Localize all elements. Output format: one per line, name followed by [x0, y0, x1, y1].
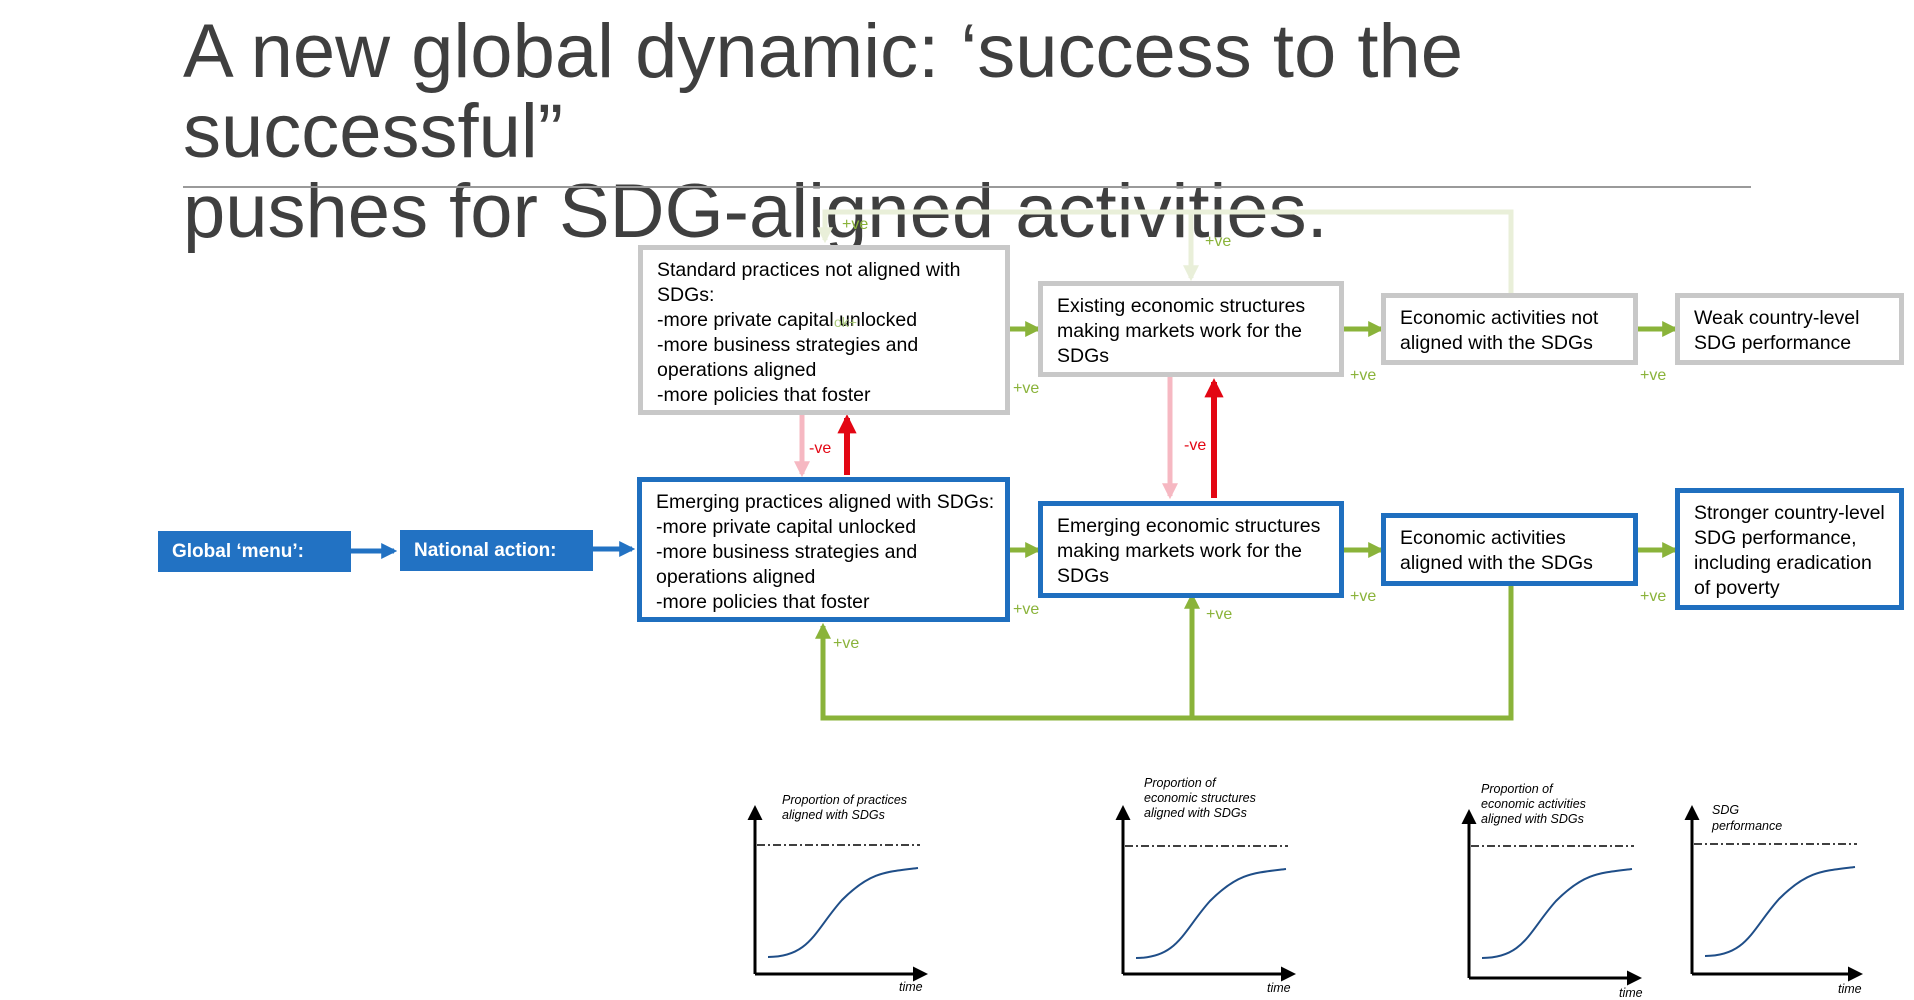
mini-chart-4-xlabel: time: [1838, 982, 1862, 996]
title-divider: [183, 186, 1751, 188]
arrow-bottom-3-label: +ve: [1640, 588, 1666, 605]
arrow-top-1-label: +ve: [1013, 380, 1039, 397]
mini-chart-4-ylabel-1: SDG: [1712, 803, 1739, 817]
mini-chart-2: Proportion of economic structures aligne…: [1115, 776, 1296, 995]
mini-chart-3: Proportion of economic activities aligne…: [1461, 782, 1643, 1000]
emerging-practices-line-1: Emerging practices aligned with SDGs:: [656, 491, 995, 513]
emerging-practices-line-2: -more private capital unlocked: [656, 516, 917, 538]
stronger-performance-line-4: of poverty: [1694, 577, 1780, 599]
mini-chart-1-ylabel-1: Proportion of practices: [782, 793, 907, 807]
mini-chart-1-xlabel: time: [899, 980, 923, 994]
emerging-structures-line-2: making markets work for the: [1057, 540, 1302, 562]
standard-practices-line-4: -more business strategies and: [657, 334, 919, 356]
weak-performance-line-2: SDG performance: [1694, 332, 1852, 354]
arrow-top-2-label: +ve: [1350, 367, 1376, 384]
mini-chart-3-xlabel: time: [1619, 986, 1643, 1000]
emerging-practices-line-5: -more policies that foster: [656, 591, 870, 613]
stronger-performance-line-2: SDG performance,: [1694, 527, 1857, 549]
activities-aligned-line-2: aligned with the SDGs: [1400, 552, 1593, 574]
stronger-performance-line-3: including eradication: [1694, 552, 1872, 574]
existing-structures-line-3: SDGs: [1057, 345, 1110, 367]
mini-chart-1-ylabel-2: aligned with SDGs: [782, 808, 885, 822]
mini-chart-4-ylabel-2: performance: [1711, 819, 1782, 833]
mini-chart-2-ylabel-2: economic structures: [1144, 791, 1256, 805]
standard-practices-line-1: Standard practices not aligned with: [657, 259, 961, 281]
box-activities-not-aligned: Economic activities not aligned with the…: [1381, 293, 1638, 365]
emerging-practices-line-3: -more business strategies and: [656, 541, 918, 563]
national-action-tag: National action:: [400, 530, 593, 571]
mini-chart-3-ylabel-1: Proportion of: [1481, 782, 1554, 796]
mini-chart-4-curve: [1704, 866, 1856, 957]
mini-chart-1: Proportion of practices aligned with SDG…: [747, 793, 928, 994]
mini-chart-2-xlabel: time: [1267, 981, 1291, 995]
standard-practices-line-6: -more policies that foster: [657, 384, 871, 406]
overlap-label-fragment: ok+: [834, 314, 857, 330]
box-activities-aligned: Economic activities aligned with the SDG…: [1381, 513, 1638, 586]
arrow-bottom-1-label: +ve: [1013, 601, 1039, 618]
weak-performance-line-1: Weak country-level: [1694, 307, 1860, 329]
box-standard-practices: Standard practices not aligned with SDGs…: [638, 245, 1010, 415]
top-loop-label-1: +ve: [842, 216, 868, 233]
mini-chart-1-curve: [767, 867, 919, 958]
mini-chart-3-ylabel-2: economic activities: [1481, 797, 1586, 811]
box-emerging-practices: Emerging practices aligned with SDGs: -m…: [637, 477, 1010, 622]
emerging-practices-line-4: operations aligned: [656, 566, 816, 588]
box-emerging-structures: Emerging economic structures making mark…: [1038, 501, 1344, 598]
mini-chart-2-curve: [1135, 868, 1287, 959]
global-menu-tag: Global ‘menu’:: [158, 531, 351, 572]
top-loop-label-2: +ve: [1205, 233, 1231, 250]
neg-link-col2-label: -ve: [1184, 437, 1206, 454]
box-stronger-performance: Stronger country-level SDG performance, …: [1675, 488, 1904, 610]
mini-chart-2-ylabel-1: Proportion of: [1144, 776, 1217, 790]
mini-chart-2-ylabel-3: aligned with SDGs: [1144, 806, 1247, 820]
standard-practices-line-5: operations aligned: [657, 359, 817, 381]
title-line-1: A new global dynamic: ‘success to the su…: [183, 9, 1464, 174]
emerging-structures-line-1: Emerging economic structures: [1057, 515, 1321, 537]
standard-practices-line-3: -more private capital unlocked: [657, 309, 918, 331]
mini-chart-3-curve: [1481, 868, 1633, 959]
bottom-loop-label-2: +ve: [1206, 606, 1232, 623]
mini-chart-3-ylabel-3: aligned with SDGs: [1481, 812, 1584, 826]
box-weak-performance: Weak country-level SDG performance: [1675, 293, 1904, 365]
activities-aligned-line-1: Economic activities: [1400, 527, 1566, 549]
existing-structures-line-2: making markets work for the: [1057, 320, 1302, 342]
standard-practices-line-2: SDGs:: [657, 284, 715, 306]
bottom-loop-label-1: +ve: [833, 635, 859, 652]
box-existing-structures: Existing economic structures making mark…: [1038, 281, 1344, 377]
bottom-feedback-loop: [814, 585, 1514, 721]
activities-not-aligned-line-2: aligned with the SDGs: [1400, 332, 1593, 354]
stronger-performance-line-1: Stronger country-level: [1694, 502, 1885, 524]
arrow-top-3-label: +ve: [1640, 367, 1666, 384]
activities-not-aligned-line-1: Economic activities not: [1400, 307, 1599, 329]
top-feedback-loop: [816, 209, 1514, 300]
neg-link-col1-label: -ve: [809, 440, 831, 457]
emerging-structures-line-3: SDGs: [1057, 565, 1110, 587]
existing-structures-line-1: Existing economic structures: [1057, 295, 1306, 317]
arrow-bottom-2-label: +ve: [1350, 588, 1376, 605]
mini-chart-4: SDG performance time: [1684, 803, 1863, 996]
